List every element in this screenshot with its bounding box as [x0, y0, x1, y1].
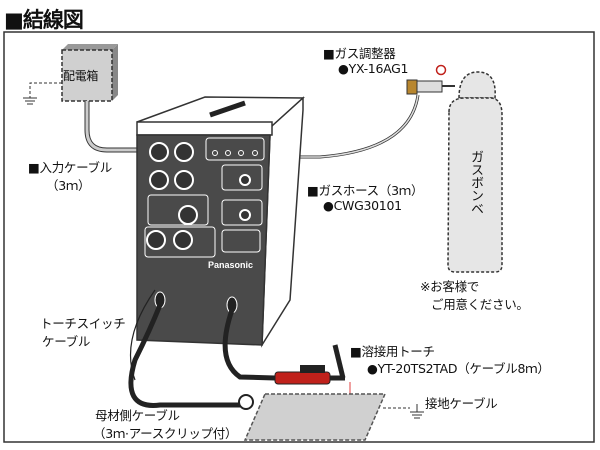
base-metal-cable-detail: （3ｍ·アースクリップ付） — [93, 426, 238, 441]
base-metal-cable-label: 母材側ケーブル — [95, 408, 180, 423]
ground-symbol — [23, 97, 37, 105]
welding-torch-graphic — [274, 344, 351, 394]
welding-machine: Panasonic — [136, 96, 305, 348]
panel-ground-wire — [29, 82, 62, 98]
torch-switch-cable-label: トーチスイッチ — [40, 316, 126, 331]
ground-cable-label: 接地ケーブル — [425, 396, 498, 411]
diagram-frame — [3, 31, 595, 443]
cylinder-note-line2: ご用意ください。 — [431, 297, 529, 312]
input-cable-length: （3ｍ） — [46, 178, 91, 193]
gas-regulator-graphic — [406, 64, 455, 95]
diagram-title: ■結線図 — [4, 8, 84, 32]
gas-cylinder-label: ガスボンベ — [468, 150, 483, 215]
gas-hose-label: ■ガスホース（3ｍ） — [307, 183, 424, 198]
gas-regulator-model: ●YX-16AG1 — [338, 61, 409, 76]
welding-torch-model: ●YT-20TS2TAD（ケーブル8ｍ） — [367, 361, 550, 376]
torch-switch-cable-label2: ケーブル — [42, 334, 91, 349]
ground-symbol — [410, 404, 424, 419]
distribution-box — [61, 44, 118, 102]
base-metal-cable — [128, 304, 240, 408]
cylinder-note-line1: ※お客様で — [420, 279, 479, 294]
machine-brand: Panasonic — [208, 260, 253, 270]
earth-clip — [238, 394, 254, 410]
torch-cable — [222, 309, 276, 381]
gas-regulator-label: ■ガス調整器 — [323, 46, 396, 61]
torch-switch-cable-line — [129, 289, 156, 381]
distribution-box-label: 配電箱 — [63, 69, 99, 83]
front-panel — [136, 134, 271, 346]
input-cable — [84, 101, 138, 153]
workpiece — [243, 393, 387, 441]
gas-hose-model: ●CWG30101 — [323, 198, 402, 213]
gas-hose — [296, 94, 420, 159]
input-cable-label: ■入力ケーブル — [28, 160, 112, 175]
gas-cylinder — [447, 71, 503, 273]
welding-torch-label: ■溶接用トーチ — [350, 344, 435, 359]
